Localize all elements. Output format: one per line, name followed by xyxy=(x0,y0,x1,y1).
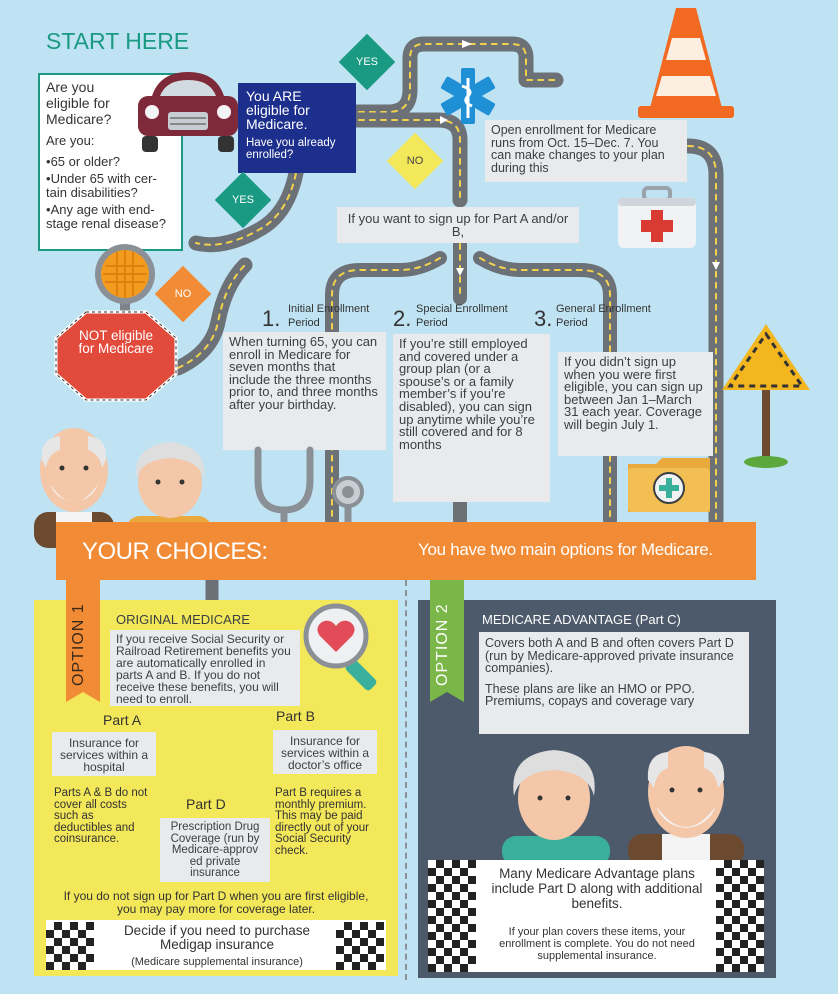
choices-banner: YOUR CHOICES: You have two main options … xyxy=(56,522,756,580)
choices-subtitle: You have two main options for Medicare. xyxy=(418,540,713,559)
no-label-mid: NO xyxy=(406,155,424,167)
criteria-item: •Any age with end-stage renal disease? xyxy=(46,202,166,231)
option2-text2: (run by Medicare-approved private insura… xyxy=(485,648,734,675)
checkered-flag-icon xyxy=(716,860,764,972)
eligibility-criteria: •65 or older? •Under 65 with cer-tain di… xyxy=(46,155,175,231)
option1-intro: If you receive Social Security or Railro… xyxy=(110,630,300,706)
choices-title: YOUR CHOICES: xyxy=(82,538,268,565)
yes-label-top: YES xyxy=(355,56,378,68)
not-eligible-label: NOT eligible for Medicare xyxy=(78,328,154,356)
eligible-title: You ARE eligible for Medicare. xyxy=(246,88,310,132)
eligibility-box: Are you eligible for Medicare? Are you: … xyxy=(38,73,183,251)
advantage-final-subtext: If your plan covers these items, your en… xyxy=(499,926,695,962)
period-1-number: 1. xyxy=(262,306,281,331)
medical-folder-icon xyxy=(628,458,710,512)
period-3-name: General Enrollment Period xyxy=(556,303,651,329)
magnifier-heart-icon xyxy=(303,603,377,691)
option1-tag xyxy=(66,580,100,690)
stop-sign-icon xyxy=(54,310,178,402)
part-b-box: Insurance for services within a doctor’s… xyxy=(273,730,377,774)
option2-title: MEDICARE ADVANTAGE (Part C) xyxy=(482,612,681,627)
option2-tag-label: OPTION 2 xyxy=(434,603,451,686)
option1-title: ORIGINAL MEDICARE xyxy=(116,612,250,627)
criteria-item: •Under 65 with cer-tain disabilities? xyxy=(46,171,157,200)
part-d-note: If you do not sign up for Part D when yo… xyxy=(63,889,369,916)
eligibility-question: Are you eligible for Medicare? xyxy=(46,79,112,127)
ab-note: Parts A & B do not cover all costs such … xyxy=(54,787,148,845)
criteria-item: •65 or older? xyxy=(46,154,120,169)
option2-tag xyxy=(430,580,464,690)
warning-sign-icon xyxy=(722,324,810,468)
medigap-box: Decide if you need to purchase Medigap i… xyxy=(46,920,386,970)
first-aid-kit-icon xyxy=(618,186,696,248)
period-1-box: When turning 65, you can enroll in Medic… xyxy=(223,332,386,450)
period-3-number: 3. xyxy=(534,306,553,331)
period-3-box: If you didn’t sign up when you were firs… xyxy=(558,352,713,456)
period-2-number: 2. xyxy=(393,306,412,331)
part-d-label: Part D xyxy=(186,796,226,812)
option1-tag-notch xyxy=(66,688,100,702)
option2-tag-notch xyxy=(430,688,464,702)
option2-text1: Covers both A and B and often covers Par… xyxy=(485,636,734,650)
no-label-left: NO xyxy=(174,288,192,300)
advantage-final-text: Many Medicare Advantage plans include Pa… xyxy=(491,866,703,911)
eligible-box: You ARE eligible for Medicare. Have you … xyxy=(238,83,356,173)
advantage-final-box: Many Medicare Advantage plans include Pa… xyxy=(428,860,764,972)
car-icon xyxy=(138,72,238,152)
period-2-box: If you’re still employed and covered und… xyxy=(393,334,550,502)
traffic-cone-icon xyxy=(638,8,734,118)
checkered-flag-icon xyxy=(336,922,384,970)
open-enrollment-box: Open enrollment for Medicare runs from O… xyxy=(485,120,687,182)
start-title: START HERE xyxy=(46,28,190,54)
yes-label-left: YES xyxy=(231,194,254,206)
period-1-name: Initial Enrollment Period xyxy=(288,303,370,329)
option2-text3: These plans are like an HMO or PPO. Prem… xyxy=(485,681,695,708)
traffic-light-icon xyxy=(95,244,155,314)
part-d-box: Prescription Drug Coverage (run by Medic… xyxy=(160,818,270,882)
are-you-label: Are you: xyxy=(46,133,95,148)
options-divider xyxy=(405,580,407,980)
sign-up-box: If you want to sign up for Part A and/or… xyxy=(337,207,579,243)
period-2-name: Special Enrollment Period xyxy=(416,303,508,329)
part-a-label: Part A xyxy=(103,712,142,728)
enrolled-question: Have you already enrolled? xyxy=(246,137,336,161)
option1-tag-label: OPTION 1 xyxy=(70,603,87,686)
checkered-flag-icon xyxy=(428,860,476,972)
elderly-couple-advantage-icon xyxy=(502,746,744,866)
medigap-subtext: (Medicare supplemental insurance) xyxy=(131,956,303,968)
option2-description: Covers both A and B and often covers Par… xyxy=(479,632,749,734)
part-a-box: Insurance for services within a hospital xyxy=(52,732,156,776)
part-b-label: Part B xyxy=(276,708,315,724)
checkered-flag-icon xyxy=(46,922,94,970)
star-of-life-icon xyxy=(440,68,496,124)
medigap-text: Decide if you need to purchase Medigap i… xyxy=(123,923,311,952)
part-b-note: Part B requires a monthly premium. This … xyxy=(275,787,369,857)
